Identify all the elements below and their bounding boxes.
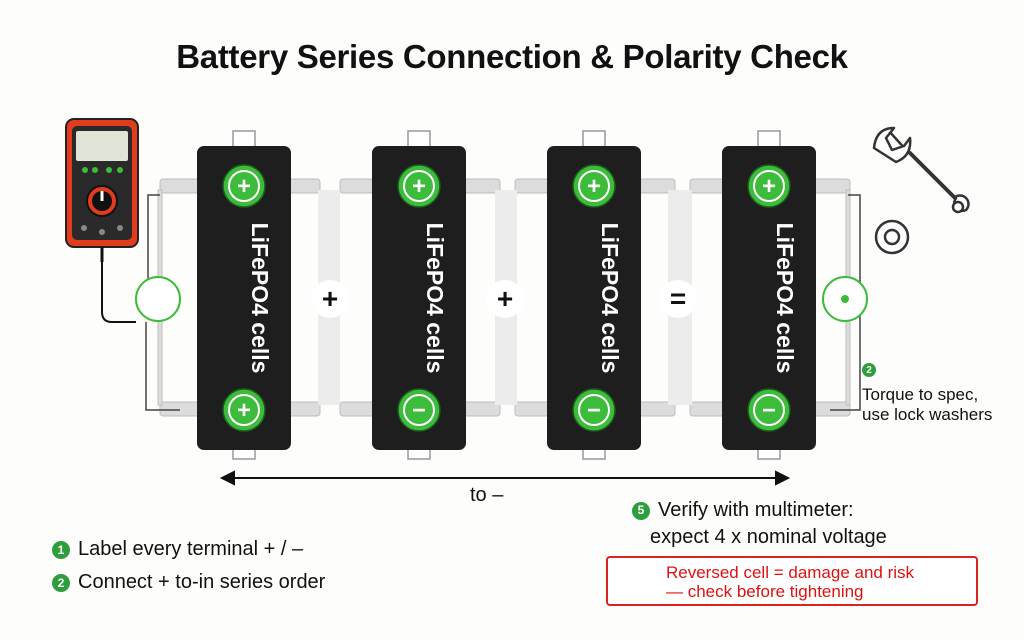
operator-symbol: + (322, 283, 338, 314)
cell-top-terminal-symbol: + (587, 173, 601, 200)
operator-4: = (659, 280, 697, 318)
cell-2: + − LiFePO4 cells (372, 130, 466, 460)
cell-label: LiFePO4 cells (247, 223, 273, 374)
cells-layer: + + LiFePO4 cells + − LiFePO4 cells + − LiFePO4 … (197, 130, 816, 460)
cell-label: LiFePO4 cells (422, 223, 448, 374)
step-1: 1 Label every terminal + / – (52, 538, 303, 561)
cell-top-tab (582, 130, 606, 148)
cell-top-terminal: + (747, 164, 791, 208)
verify-line2: expect 4 x nominal voltage (650, 526, 887, 548)
cell-bottom-terminal-symbol: − (587, 397, 601, 424)
output-terminal-icon (822, 276, 868, 322)
cell-bottom-terminal: − (747, 388, 791, 432)
warning-line1: Reversed cell = damage and risk (666, 563, 915, 582)
cell-body (547, 146, 641, 450)
tools-note: Torque to spec, use lock washers (862, 385, 992, 425)
step-1-badge: 1 (52, 540, 70, 559)
operator-2: + (311, 280, 349, 318)
washer-icon (874, 219, 910, 255)
page-title: Battery Series Connection & Polarity Che… (176, 38, 848, 75)
cell-1: + + LiFePO4 cells (197, 130, 291, 460)
length-arrow (219, 470, 791, 486)
cell-bottom-terminal: + (222, 388, 266, 432)
length-label: to – (470, 484, 504, 506)
verify-badge: 5 (632, 501, 650, 520)
verify-note: 5 Verify with multimeter: expect 4 x nomi… (632, 497, 887, 551)
cell-label: LiFePO4 cells (772, 223, 798, 374)
cell-bottom-terminal-symbol: − (412, 397, 426, 424)
operator-symbol: + (497, 283, 513, 314)
step-2-text: Connect + to-in series order (78, 571, 326, 593)
tools-step-badge: 2 (862, 363, 876, 377)
input-terminal (135, 276, 181, 322)
cell-body (372, 146, 466, 450)
cell-top-tab (232, 130, 256, 148)
step-2-badge: 2 (52, 573, 70, 592)
step-1-text: Label every terminal + / – (78, 538, 304, 560)
cell-top-tab (757, 130, 781, 148)
operator-3: + (486, 280, 524, 318)
cell-3: + − LiFePO4 cells (547, 130, 641, 460)
tools-note-line2: use lock washers (862, 405, 993, 424)
cell-top-tab (407, 130, 431, 148)
multimeter-icon (65, 118, 139, 323)
warning-text: Reversed cell = damage and risk — check … (666, 563, 914, 601)
cell-bottom-terminal: − (572, 388, 616, 432)
tools-note-line1: Torque to spec, (862, 385, 979, 404)
wrench-icon (872, 126, 970, 214)
step-2: 2 Connect + to-in series order (52, 571, 325, 594)
cell-bottom-terminal: − (397, 388, 441, 432)
cell-top-terminal-symbol: + (762, 173, 776, 200)
warning-box: Reversed cell = damage and risk — check … (606, 556, 978, 606)
cell-top-terminal: + (397, 164, 441, 208)
warning-line2: — check before tightening (666, 582, 864, 601)
cell-label: LiFePO4 cells (597, 223, 623, 374)
cell-top-terminal: + (222, 164, 266, 208)
cell-body (722, 146, 816, 450)
cell-top-terminal-symbol: + (412, 173, 426, 200)
cell-top-terminal: + (572, 164, 616, 208)
operators-layer: +++= (150, 280, 697, 318)
cell-body (197, 146, 291, 450)
cell-top-terminal-symbol: + (237, 173, 251, 200)
cell-bottom-terminal-symbol: − (762, 397, 776, 424)
cell-bottom-terminal-symbol: + (237, 397, 251, 424)
cell-4: + − LiFePO4 cells (722, 130, 816, 460)
verify-line1: Verify with multimeter: (658, 499, 854, 521)
operator-symbol: = (670, 283, 686, 314)
